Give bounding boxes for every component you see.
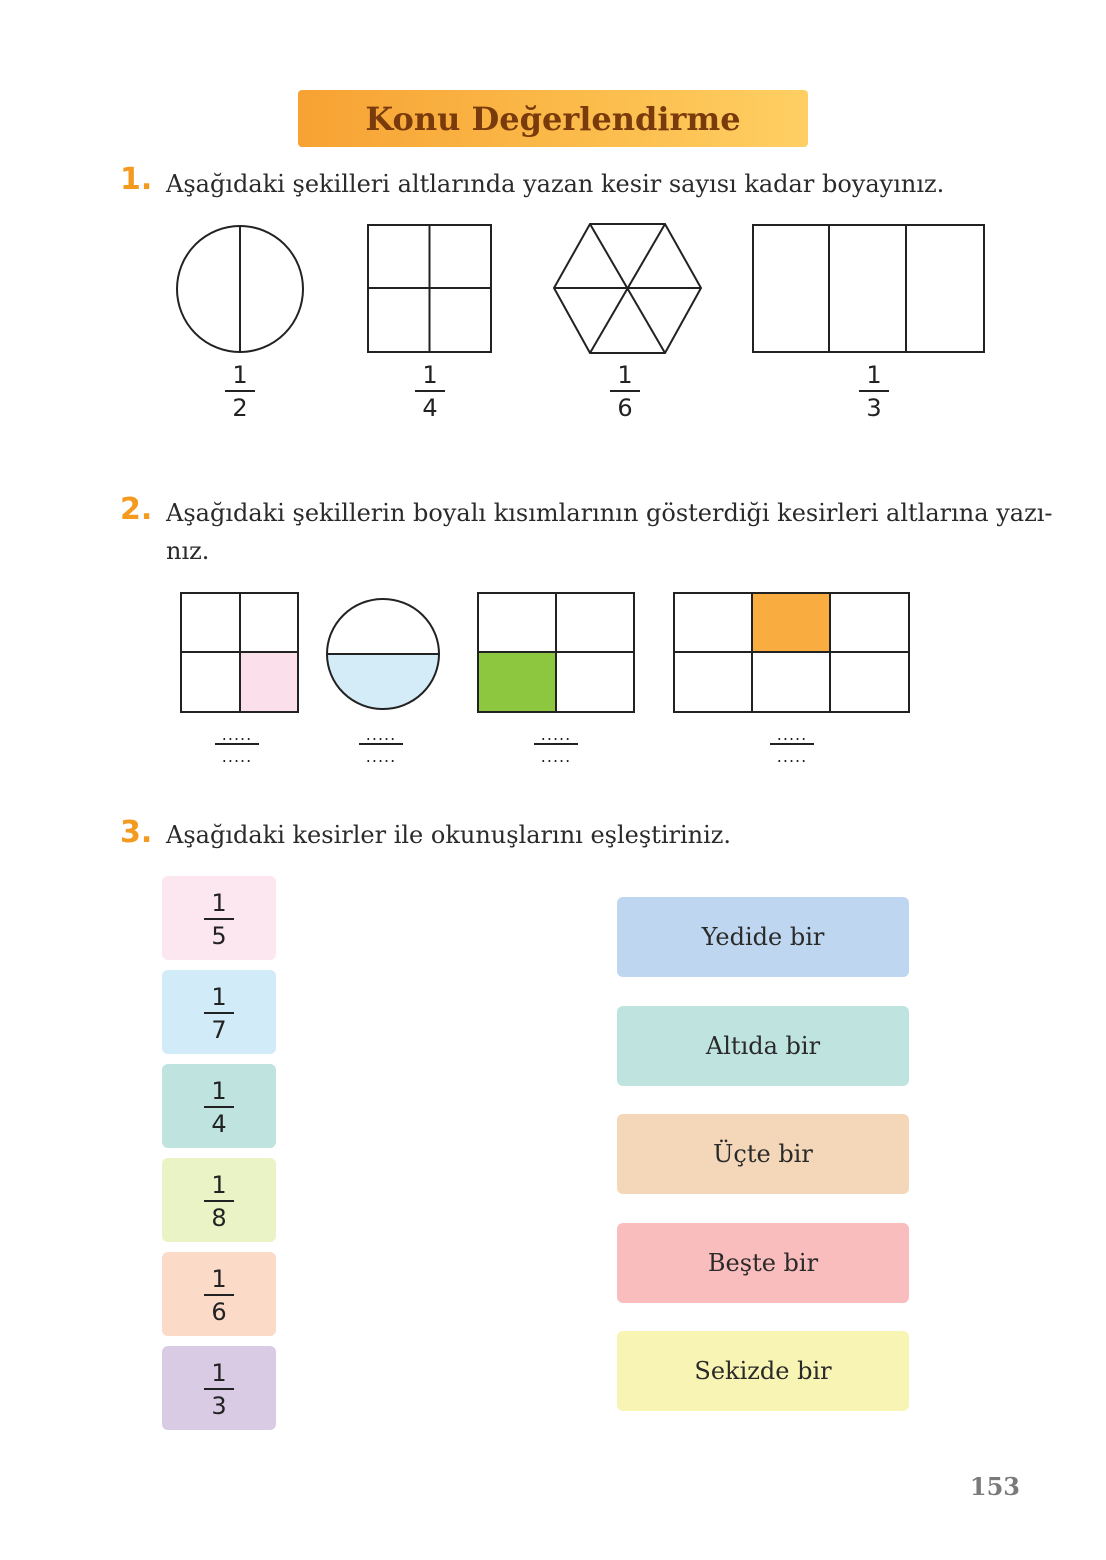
title-banner: Konu Değerlendirme xyxy=(298,90,808,147)
numerator-blank: ..... xyxy=(540,725,572,744)
q2-square-quarters xyxy=(180,592,299,713)
denominator-blank: ..... xyxy=(221,746,253,766)
fraction-bar xyxy=(204,918,234,920)
q2-answer-4[interactable]: ..... ..... xyxy=(762,727,822,765)
numerator: 1 xyxy=(211,1171,227,1199)
q1-circle-halves[interactable] xyxy=(175,225,305,355)
numerator: 1 xyxy=(866,361,882,389)
q2-rectangle-sixths xyxy=(673,592,910,713)
denominator: 3 xyxy=(866,393,882,422)
fraction-bar xyxy=(415,390,445,392)
fraction-bar xyxy=(204,1294,234,1296)
fraction-bar xyxy=(204,1388,234,1390)
numerator: 1 xyxy=(232,361,248,389)
numerator: 1 xyxy=(211,1359,227,1387)
denominator: 7 xyxy=(211,1015,227,1044)
question-2-number: 2. xyxy=(120,492,153,527)
fraction-bar xyxy=(204,1200,234,1202)
numerator-blank: ..... xyxy=(776,725,808,744)
fraction-bar xyxy=(859,390,889,392)
question-2-text-line2: nız. xyxy=(166,537,210,565)
q3-reading-card-5[interactable]: Sekizde bir xyxy=(617,1331,909,1411)
question-3-number: 3. xyxy=(120,815,153,850)
q2-answer-1[interactable]: ..... ..... xyxy=(207,727,267,765)
q1-fraction-third: 1 3 xyxy=(844,362,904,421)
q1-hexagon-sixths[interactable] xyxy=(552,223,703,355)
q2-circle-halves xyxy=(326,598,440,710)
fraction-bar xyxy=(215,743,259,745)
q1-fraction-sixth: 1 6 xyxy=(595,362,655,421)
denominator: 6 xyxy=(211,1297,227,1326)
q2-rectangle-quarters xyxy=(477,592,635,713)
q2-answer-2[interactable]: ..... ..... xyxy=(351,727,411,765)
denominator-blank: ..... xyxy=(540,746,572,766)
fraction-bar xyxy=(534,743,578,745)
denominator: 8 xyxy=(211,1203,227,1232)
q1-square-quarters[interactable] xyxy=(367,224,493,354)
page-title: Konu Değerlendirme xyxy=(365,99,741,138)
fraction-bar xyxy=(225,390,255,392)
page-number: 153 xyxy=(969,1472,1020,1501)
q1-rectangle-thirds[interactable] xyxy=(752,224,986,354)
denominator: 2 xyxy=(232,393,248,422)
denominator: 4 xyxy=(211,1109,227,1138)
q1-fraction-quarter: 1 4 xyxy=(400,362,460,421)
question-1-number: 1. xyxy=(120,162,153,197)
fraction-bar xyxy=(359,743,403,745)
numerator: 1 xyxy=(211,983,227,1011)
question-3-text: Aşağıdaki kesirler ile okunuşlarını eşle… xyxy=(166,821,732,849)
numerator: 1 xyxy=(211,1077,227,1105)
denominator-blank: ..... xyxy=(365,746,397,766)
denominator: 3 xyxy=(211,1391,227,1420)
question-1-text: Aşağıdaki şekilleri altlarında yazan kes… xyxy=(166,170,945,198)
numerator-blank: ..... xyxy=(365,725,397,744)
numerator-blank: ..... xyxy=(221,725,253,744)
numerator: 1 xyxy=(211,1265,227,1293)
q3-reading-card-4[interactable]: Beşte bir xyxy=(617,1222,909,1303)
fraction-bar xyxy=(770,743,814,745)
denominator: 5 xyxy=(211,921,227,950)
fraction-bar xyxy=(204,1012,234,1014)
numerator: 1 xyxy=(422,361,438,389)
numerator: 1 xyxy=(211,889,227,917)
q3-reading-card-2[interactable]: Altıda bir xyxy=(617,1005,909,1086)
numerator: 1 xyxy=(617,361,633,389)
denominator-blank: ..... xyxy=(776,746,808,766)
fraction-bar xyxy=(204,1106,234,1108)
q1-fraction-half: 1 2 xyxy=(210,362,270,421)
question-2-text-line1: Aşağıdaki şekillerin boyalı kısımlarının… xyxy=(166,499,1053,527)
q3-reading-card-3[interactable]: Üçte bir xyxy=(617,1114,909,1194)
q3-reading-card-1[interactable]: Yedide bir xyxy=(617,897,909,977)
denominator: 6 xyxy=(617,393,633,422)
q2-answer-3[interactable]: ..... ..... xyxy=(526,727,586,765)
denominator: 4 xyxy=(422,393,438,422)
fraction-bar xyxy=(610,390,640,392)
